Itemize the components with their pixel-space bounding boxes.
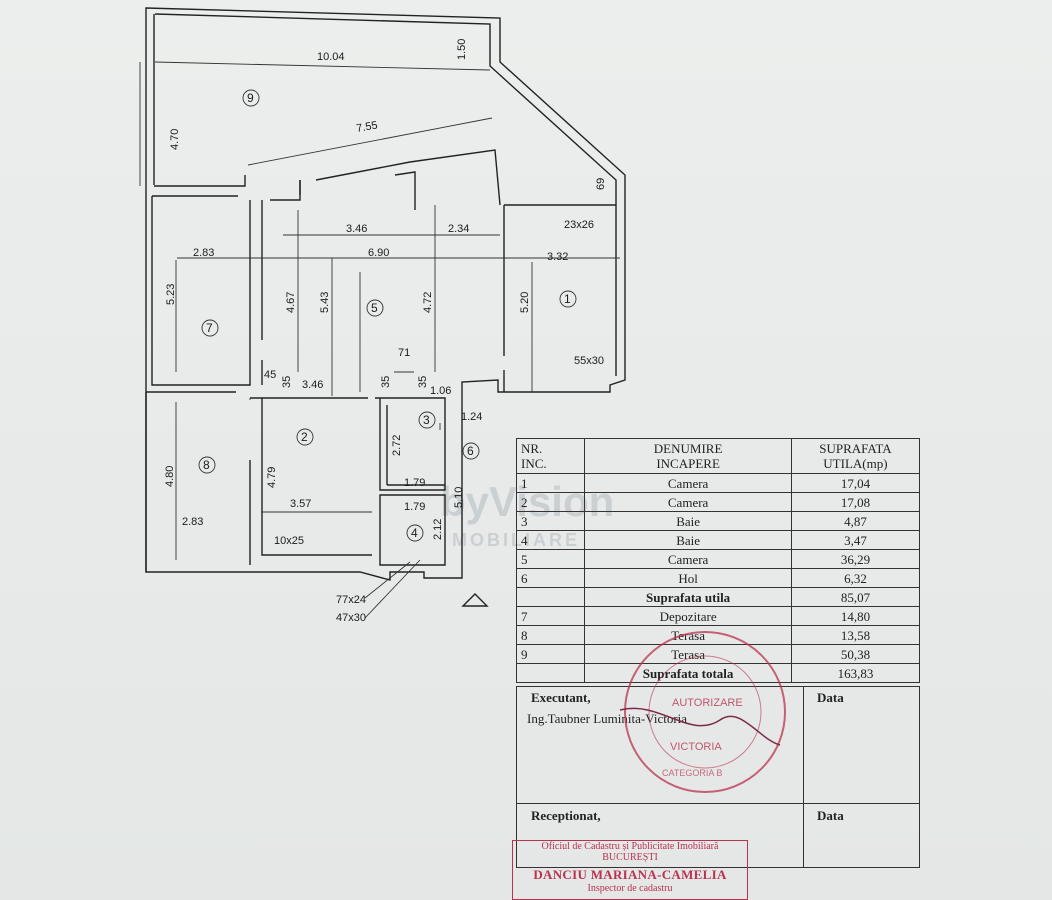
- room-4-wall: [379, 494, 446, 566]
- dim-label: 5.20: [519, 292, 531, 313]
- svg-text:8: 8: [203, 458, 210, 472]
- office-name: Oficiul de Cadastru și Publicitate Imobi…: [541, 841, 719, 852]
- dim-label: 69: [595, 178, 607, 190]
- office-city: BUCUREȘTI: [602, 852, 658, 863]
- dim-label: 1.50: [456, 39, 468, 60]
- dim-label: 2.34: [448, 223, 469, 235]
- room-2-wall: [250, 397, 372, 556]
- receptionat-block: Receptionat, Data: [516, 803, 920, 868]
- entry-marker: [461, 593, 489, 607]
- dim-label: 35: [417, 376, 429, 388]
- dim-label: 5.23: [165, 284, 177, 305]
- dim-label: 71: [398, 347, 410, 359]
- room-number: 6: [462, 442, 480, 460]
- receptionat-label: Receptionat,: [531, 808, 601, 823]
- inspector-name: DANCIU MARIANA-CAMELIA: [533, 867, 727, 882]
- terrace-wall: [154, 175, 246, 187]
- dim-label: 4.70: [169, 129, 181, 150]
- dim-label: 3.46: [346, 223, 367, 235]
- dim-label: 35: [281, 376, 293, 388]
- inspector-stamp: Oficiul de Cadastru și Publicitate Imobi…: [512, 840, 748, 900]
- svg-text:7: 7: [206, 321, 213, 335]
- dim-label: 4.67: [285, 292, 297, 313]
- room-number: 3: [418, 411, 436, 429]
- dim-label: 23x26: [564, 219, 594, 231]
- room-7-wall: [151, 195, 251, 386]
- dim-label: 47x30: [336, 612, 366, 624]
- dim-label: 3.32: [547, 251, 568, 263]
- executant-label: Executant,: [531, 690, 591, 705]
- room-number: 9: [242, 89, 260, 107]
- dim-label: 3.46: [302, 379, 323, 391]
- room-number: 5: [366, 299, 384, 317]
- inspector-role: Inspector de cadastru: [587, 883, 673, 894]
- dim-label: 5.10: [453, 487, 465, 508]
- svg-text:3: 3: [423, 413, 430, 427]
- dim-label: 2.72: [391, 435, 403, 456]
- dim-label: 1.24: [461, 411, 482, 423]
- outer-wall: [145, 7, 626, 581]
- svg-text:2: 2: [301, 430, 308, 444]
- room-1-wall: [503, 204, 616, 392]
- dim-label: 4.79: [266, 467, 278, 488]
- engineer-name: Ing.Taubner Luminita-Victoria: [527, 711, 688, 726]
- dim-label: 6.90: [368, 247, 389, 259]
- svg-text:4: 4: [411, 526, 418, 540]
- dim-label: 45: [264, 369, 276, 381]
- room-number: 1: [559, 290, 577, 308]
- dim-label: 5.43: [319, 292, 331, 313]
- dim-label: 1.79: [404, 477, 425, 489]
- dim-label: 4.72: [422, 292, 434, 313]
- room-3-wall: [375, 397, 446, 491]
- dim-label: 3.57: [290, 498, 311, 510]
- dim-label: 2.83: [182, 516, 203, 528]
- dim-label: 77x24: [336, 594, 366, 606]
- dim-label: 35: [380, 376, 392, 388]
- svg-text:5: 5: [371, 301, 378, 315]
- room-8-wall: [145, 391, 251, 572]
- date-label: Data: [817, 808, 844, 823]
- dim-label: 1.06: [430, 385, 451, 397]
- room-number: 4: [406, 524, 424, 542]
- dim-label: 2.83: [193, 247, 214, 259]
- dim-label: 2.12: [432, 519, 444, 540]
- date-label: Data: [817, 690, 844, 705]
- col-header-nr: NR.INC.: [515, 438, 586, 474]
- dim-label: 10.04: [317, 51, 345, 63]
- room-number: 2: [296, 428, 314, 446]
- dim-label: 4.80: [164, 466, 176, 487]
- executant-block: Executant, Data Ing.Taubner Luminita-Vic…: [516, 686, 920, 804]
- dim-label: 55x30: [574, 355, 604, 367]
- dim-label: 7.55: [355, 119, 378, 135]
- room-number: 8: [198, 456, 216, 474]
- svg-text:6: 6: [467, 444, 474, 458]
- room-number: 7: [201, 319, 219, 337]
- dim-label: 10x25: [274, 535, 304, 547]
- svg-text:9: 9: [247, 91, 254, 105]
- dim-label: 1.79: [404, 501, 425, 513]
- svg-text:1: 1: [564, 292, 571, 306]
